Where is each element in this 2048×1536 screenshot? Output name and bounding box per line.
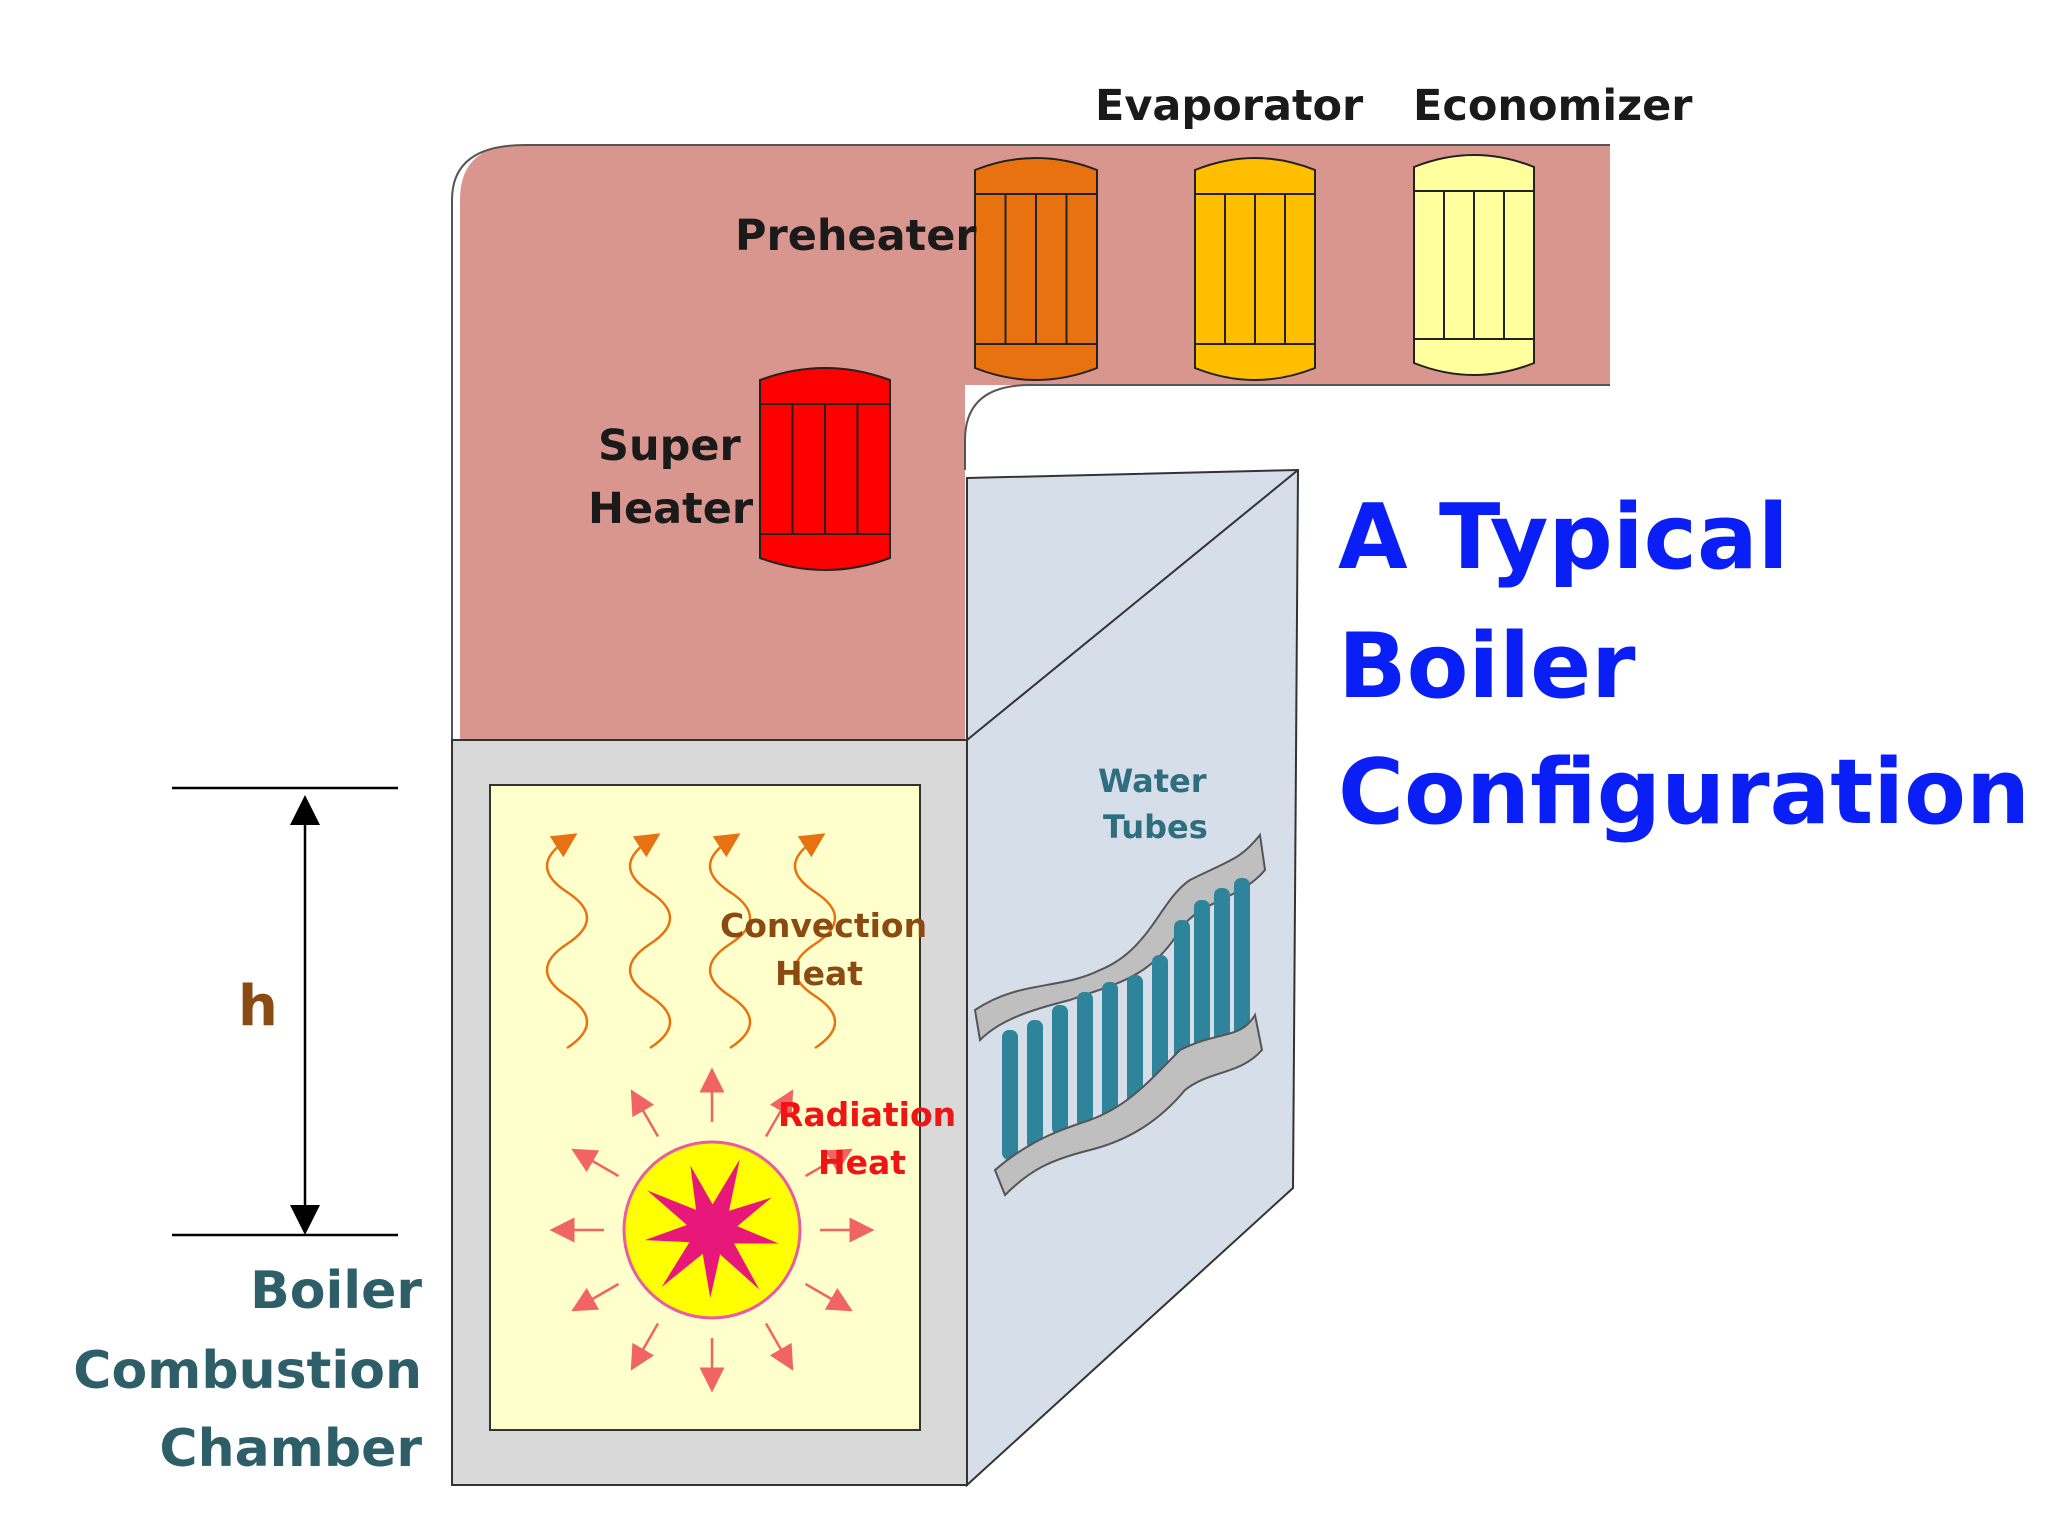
- convection-wave: [545, 833, 589, 1050]
- water-tube: [1152, 955, 1168, 1095]
- radiation-heat-label-line2: Heat: [818, 1143, 906, 1182]
- water-tube: [1002, 1030, 1018, 1160]
- radiation-heat-label-line1: Radiation: [778, 1095, 956, 1134]
- height-dimension: [172, 786, 398, 1237]
- chamber-label-line3: Chamber: [159, 1419, 422, 1479]
- convection-wave: [708, 833, 752, 1050]
- water-tube: [1127, 975, 1143, 1112]
- convection-heat-label-line1: Convection: [720, 906, 927, 945]
- super-heater-unit: [759, 367, 891, 571]
- water-tube: [1052, 1005, 1068, 1135]
- water-tubes-label-line2: Tubes: [1103, 808, 1208, 846]
- title-line3: Configuration: [1338, 740, 2030, 845]
- combustion-chamber: [451, 739, 968, 1486]
- convection-wave: [793, 833, 837, 1050]
- flue-gas-duct: [451, 144, 1610, 740]
- water-tube: [1077, 992, 1093, 1128]
- height-symbol: h: [238, 974, 278, 1039]
- preheater-unit: [974, 157, 1098, 381]
- economizer-unit: [1413, 154, 1535, 376]
- super-heater-label-line2: Heater: [588, 484, 754, 534]
- water-tube: [1194, 900, 1210, 1050]
- convection-wave: [628, 833, 672, 1050]
- radiation-ray: [804, 1282, 853, 1312]
- preheater-label: Preheater: [735, 211, 977, 261]
- water-tube: [1027, 1020, 1043, 1150]
- radiation-ray: [804, 1148, 853, 1178]
- water-tube: [1102, 982, 1118, 1120]
- water-tubes-label-line1: Water: [1098, 762, 1207, 800]
- radiation-ray: [571, 1148, 620, 1178]
- title-line1: A Typical: [1338, 485, 1789, 590]
- economizer-label: Economizer: [1413, 81, 1693, 131]
- evaporator-unit: [1194, 157, 1316, 381]
- evaporator-label: Evaporator: [1095, 81, 1364, 131]
- convection-heat-arrows: [545, 833, 837, 1050]
- radiation-ray: [630, 1089, 660, 1138]
- chamber-label-line2: Combustion: [73, 1341, 422, 1401]
- flame-icon: [622, 1140, 802, 1320]
- water-tube: [1234, 878, 1250, 1040]
- radiation-heat-arrows: [549, 1067, 875, 1393]
- water-tube: [1214, 888, 1230, 1045]
- super-heater-label-line1: Super: [598, 421, 742, 471]
- title-line2: Boiler: [1338, 614, 1636, 719]
- radiation-ray: [571, 1282, 620, 1312]
- radiation-ray: [764, 1089, 794, 1138]
- chamber-label-line1: Boiler: [250, 1261, 422, 1321]
- radiation-ray: [764, 1322, 794, 1371]
- water-tubes: [973, 832, 1267, 1197]
- convection-heat-label-line2: Heat: [775, 954, 863, 993]
- radiation-ray: [630, 1322, 660, 1371]
- water-tube: [1174, 920, 1190, 1060]
